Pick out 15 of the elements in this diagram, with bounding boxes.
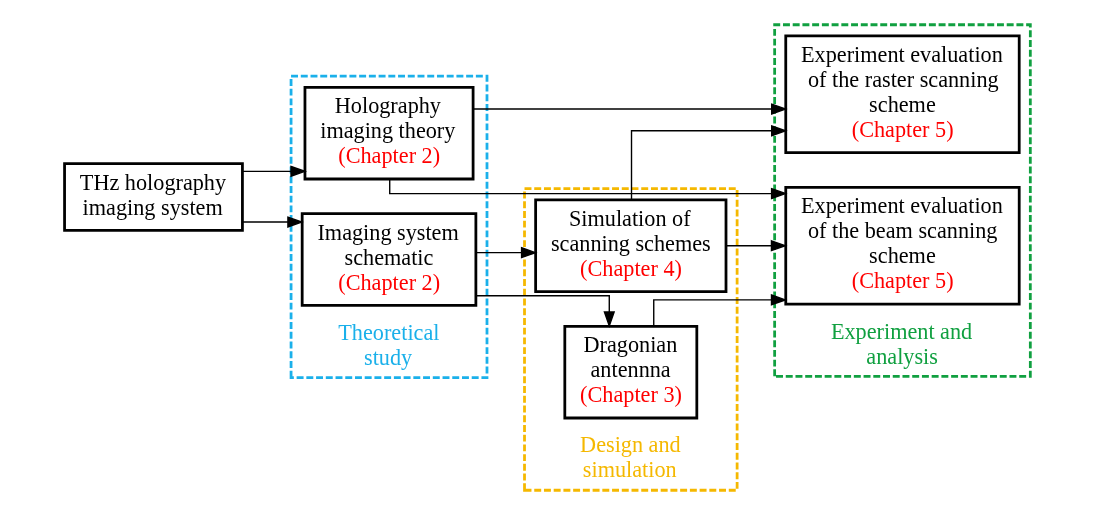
arrow: [725, 239, 787, 252]
node-box: Dragonian antennna (Chapter 3): [562, 324, 698, 420]
arrow: [241, 216, 304, 228]
arrow: [475, 246, 538, 259]
node-box: Imaging system schematic (Chapter 2): [300, 212, 477, 307]
node-box: Holography imaging theory (Chapter 2): [303, 85, 474, 181]
node-box: Simulation of scanning schemes (Chapter 4): [533, 198, 727, 293]
node-box: Experiment evaluation of the raster scanning scheme (Chapter 5): [783, 34, 1021, 154]
arrow: [241, 165, 307, 178]
arrow: [474, 295, 615, 329]
arrow: [472, 103, 788, 115]
arrow: [652, 294, 787, 327]
arrow: [630, 124, 788, 201]
node-box: THz holography imaging system: [62, 162, 244, 232]
node-box: Experiment evaluation of the beam scanning scheme (Chapter 5): [783, 185, 1021, 306]
